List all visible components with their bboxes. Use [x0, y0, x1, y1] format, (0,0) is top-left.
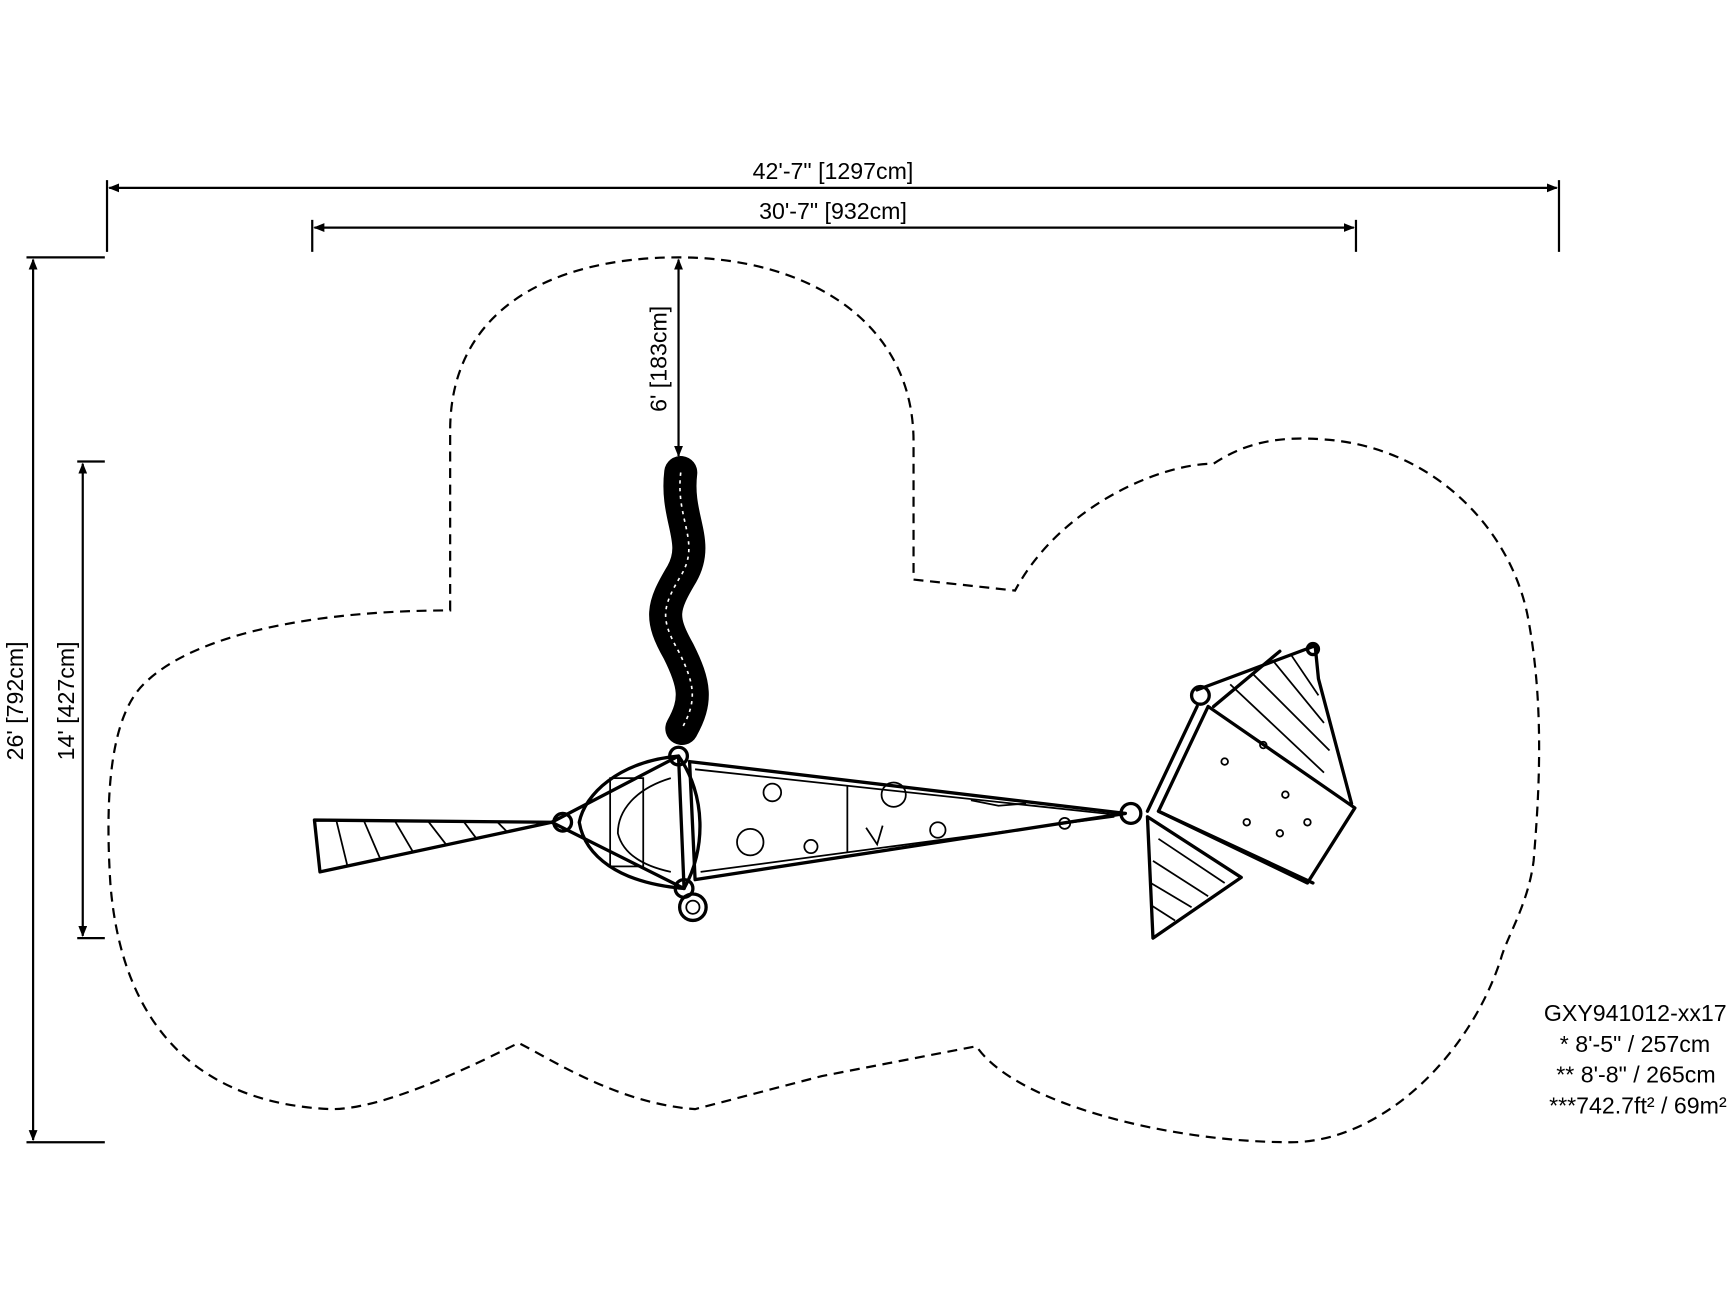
equipment-width-label: 30'-7" [932cm] [759, 198, 907, 224]
area-note: ***742.7ft² / 69m² [1549, 1093, 1727, 1119]
wavy-slide [649, 455, 709, 746]
equipment-width-dimension: 30'-7" [932cm] [311, 198, 1358, 252]
overall-width-label: 42'-7" [1297cm] [753, 158, 914, 184]
overall-depth-dimension: 26' [792cm] [2, 256, 105, 1144]
equipment-depth-label: 14' [427cm] [53, 641, 79, 760]
overall-width-dimension: 42'-7" [1297cm] [105, 158, 1561, 252]
ladder [312, 818, 554, 874]
height-note-1: * 8'-5" / 257cm [1560, 1031, 1710, 1057]
round-deck [550, 745, 708, 923]
climbing-tower [1145, 641, 1357, 940]
height-note-2: ** 8'-8" / 265cm [1556, 1062, 1715, 1088]
safety-zone-label: 6' [183cm] [645, 306, 671, 412]
playground-structure [312, 455, 1357, 940]
product-info: GXY941012-xx17 * 8'-5" / 257cm ** 8'-8" … [1544, 1000, 1727, 1119]
bridge-panels [687, 759, 1143, 882]
model-number: GXY941012-xx17 [1544, 1000, 1727, 1026]
safety-zone-dimension: 6' [183cm] [645, 258, 683, 458]
equipment-depth-dimension: 14' [427cm] [53, 460, 105, 940]
overall-depth-label: 26' [792cm] [2, 641, 28, 760]
